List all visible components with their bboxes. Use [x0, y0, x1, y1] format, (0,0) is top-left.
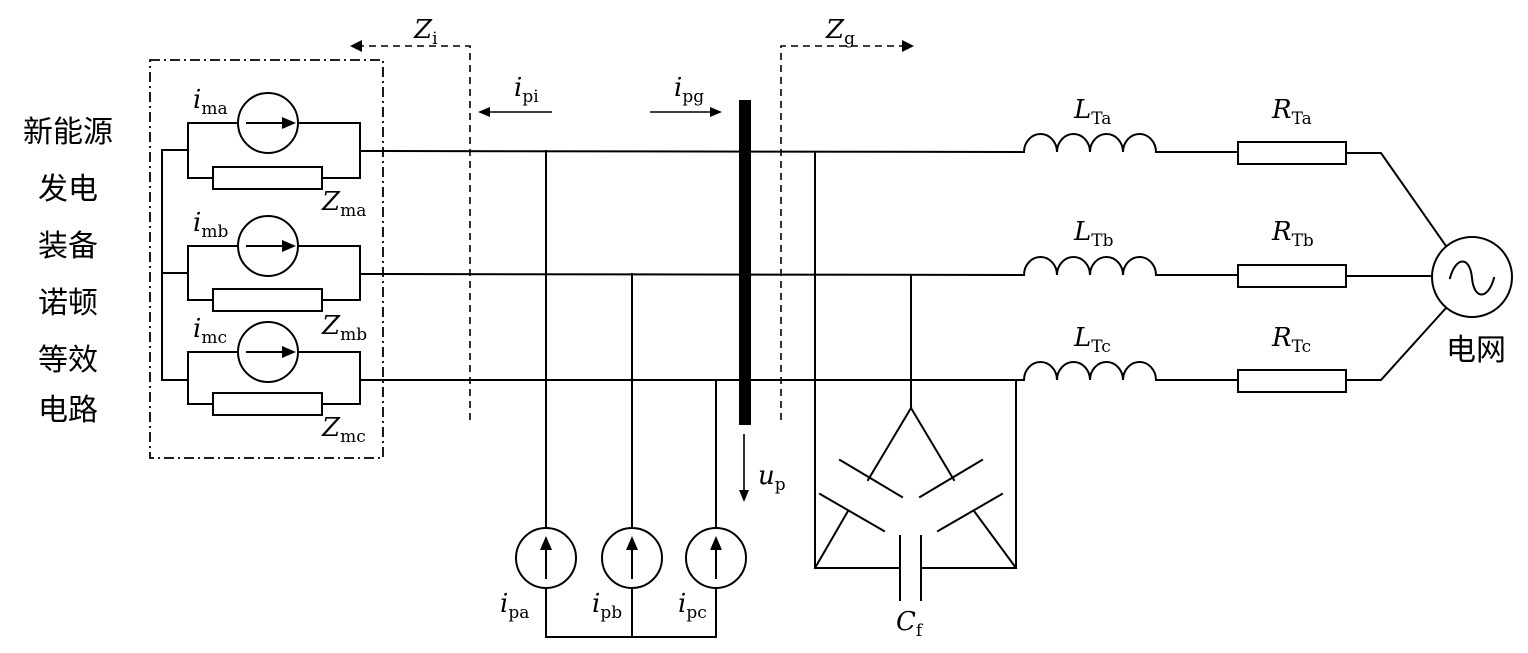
transformer-impedances: LTa RTa LTb RTb LTc RTc [1022, 95, 1448, 393]
current-source-ma-icon [237, 92, 299, 154]
label-cf: Cf [896, 607, 924, 641]
label-ipc: ipc [678, 589, 707, 623]
label-ltb: LTb [1073, 217, 1114, 251]
label-lta: LTa [1073, 95, 1111, 129]
label-rta: RTa [1271, 95, 1312, 129]
sine-wave-icon [1448, 260, 1496, 296]
norton-branch-b [187, 215, 361, 312]
resistor-tb [1237, 264, 1347, 288]
norton-circuit: ima Zma imb Zmb imc Zmc [161, 85, 367, 447]
label-zg: Zg [825, 15, 855, 49]
injection-sources: ipa ipb ipc [500, 150, 747, 638]
zg-boundary: Zg [780, 15, 914, 420]
label-ipb: ipb [592, 589, 622, 623]
title-line-6: 电路 [38, 393, 98, 428]
impedance-mb [212, 288, 323, 312]
label-zmc: Zmc [321, 413, 366, 447]
label-rtc: RTc [1271, 323, 1311, 357]
zi-boundary: Zi [350, 15, 471, 420]
resistor-tc [1237, 369, 1347, 393]
pcc-busbar [739, 100, 751, 425]
label-zma: Zma [321, 187, 366, 221]
label-imc: imc [193, 314, 227, 348]
title-line-5: 等效 [38, 343, 98, 378]
label-ima: ima [193, 85, 228, 119]
norton-block-title: 新能源 发电 装备 诺顿 等效 电路 [23, 115, 113, 428]
injection-source-b [601, 527, 663, 589]
title-line-4: 诺顿 [38, 286, 98, 321]
norton-branch-c [187, 321, 361, 416]
current-source-mb-icon [237, 215, 299, 277]
inductor-ta [1022, 133, 1158, 154]
phase-line-b [358, 272, 1026, 277]
impedance-ma [212, 166, 323, 190]
phase-line-a [358, 149, 1026, 154]
label-up: up [758, 461, 786, 495]
title-line-1: 新能源 [23, 115, 113, 150]
label-zmb: Zmb [321, 311, 367, 345]
impedance-mc [212, 392, 323, 416]
grid-source: 电网 [1431, 236, 1513, 368]
label-ltc: LTc [1073, 323, 1111, 357]
label-ipi: ipi [514, 73, 539, 107]
inductor-tc [1022, 361, 1158, 382]
label-ipa: ipa [500, 589, 529, 623]
label-imb: imb [193, 208, 228, 242]
label-zi: Zi [413, 15, 438, 49]
arrow-up-voltage: up [739, 434, 786, 502]
label-ipg: ipg [674, 73, 704, 107]
grid-label: 电网 [1446, 333, 1506, 368]
title-line-3: 装备 [38, 229, 98, 264]
phase-lines [358, 149, 1026, 381]
title-line-2: 发电 [38, 172, 98, 207]
current-source-mc-icon [237, 321, 299, 383]
norton-enclosure [149, 59, 384, 459]
inductor-tb [1022, 256, 1158, 277]
injection-source-c [685, 527, 747, 589]
resistor-ta [1237, 141, 1347, 165]
label-rtb: RTb [1271, 217, 1314, 251]
arrow-ipg: ipg [650, 73, 722, 117]
delta-capacitor-bank: Cf [813, 151, 1018, 641]
ac-source-icon [1431, 236, 1513, 318]
arrow-ipi: ipi [478, 73, 552, 117]
injection-source-a [515, 527, 577, 589]
norton-branch-a [187, 92, 361, 190]
